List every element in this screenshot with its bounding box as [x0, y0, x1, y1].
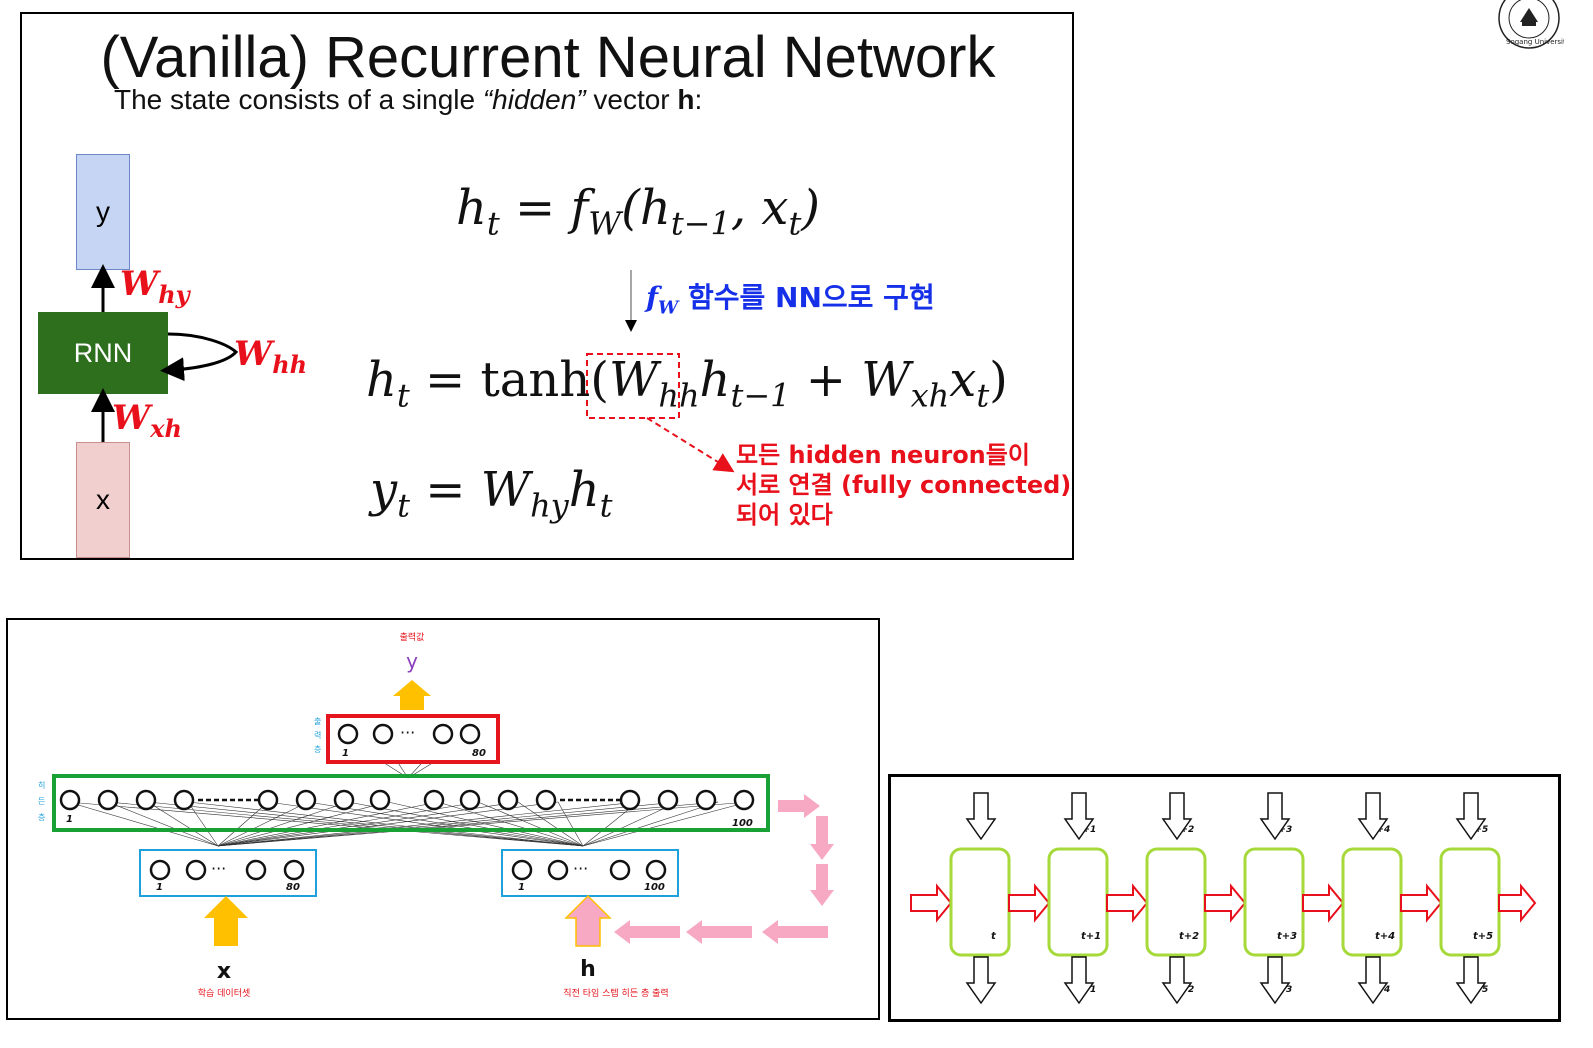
weight-xh-label: Wxh: [112, 398, 182, 443]
hidden-layer-label-1: 히: [38, 780, 45, 790]
hidden-layer-box: [52, 774, 770, 832]
top-slide-panel: (Vanilla) Recurrent Neural Network The s…: [20, 12, 1074, 560]
output-arrow-2: [1161, 956, 1193, 1005]
input-x-index-last: 80: [286, 882, 300, 893]
output-index-last: 80: [472, 748, 486, 759]
svg-text:Sogang University: Sogang University: [1506, 38, 1564, 46]
rnn-cell-0: [949, 847, 1011, 957]
hidden-arrow-1: [1106, 883, 1149, 923]
input-x-ellipsis: ···: [211, 859, 226, 878]
hidden-arrow-0: [1008, 883, 1051, 923]
rnn-arrows: [91, 264, 735, 473]
equation-tanh: ht = tanh(Whhht−1 + Wxhxt): [366, 352, 1008, 415]
network-diagram: ··· 1 80 1 100 ··· 1 80 ··· 1 100: [38, 631, 834, 999]
input-x-index-first: 1: [156, 882, 163, 893]
input-h-symbol: h: [580, 957, 596, 982]
hidden-index-first: 1: [66, 814, 73, 825]
unrolled-rnn-panel: xttythtxt+1t+1yt+1ht+1xt+2t+2yt+2ht+2xt+…: [888, 774, 1561, 1022]
initial-hidden-arrow: [910, 883, 953, 923]
equation-recurrence: ht = fW(ht−1, xt): [456, 180, 821, 243]
note-line-1: 모든 hidden neuron들이: [736, 441, 1030, 469]
output-arrow-1: [1063, 956, 1095, 1005]
input-x-symbol: x: [217, 959, 231, 984]
input-h-index-last: 100: [644, 882, 665, 893]
time-label-5: t+5: [1473, 931, 1493, 942]
subtitle-text-end: :: [694, 84, 703, 115]
output-arrow-0: [965, 956, 997, 1005]
hidden-layer-label-3: 층: [38, 813, 45, 822]
output-up-arrow: [393, 680, 431, 710]
input-arrow-1: [1063, 792, 1095, 841]
time-label-2: t+2: [1179, 931, 1199, 942]
time-label-4: t+4: [1375, 931, 1395, 942]
output-arrow-5: [1455, 956, 1487, 1005]
input-arrow-0: [965, 792, 997, 841]
input-h-ellipsis: ···: [573, 859, 588, 878]
time-label-0: t: [991, 931, 997, 942]
output-neurons: [337, 723, 481, 745]
note-line-2: 서로 연결 (fully connected): [736, 471, 1072, 499]
subtitle-emphasis: “hidden”: [482, 84, 586, 115]
input-h-index-first: 1: [518, 882, 525, 893]
whh-highlight-box: [586, 353, 680, 419]
input-h-up-arrow: [564, 894, 612, 947]
input-arrow-5: [1455, 792, 1487, 841]
input-arrow-2: [1161, 792, 1193, 841]
time-label-3: t+3: [1277, 931, 1297, 942]
rnn-box: RNN: [38, 312, 168, 394]
unrolled-rnn-diagram: xttythtxt+1t+1yt+1ht+1xt+2t+2yt+2ht+2xt+…: [910, 792, 1537, 1005]
final-hidden-arrow: [1498, 883, 1537, 923]
input-h-caption: 직전 타임 스텝 히든 층 출력: [563, 987, 668, 999]
output-arrow-3: [1259, 956, 1291, 1005]
slide-subtitle: The state consists of a single “hidden” …: [114, 84, 702, 116]
output-index-first: 1: [342, 748, 349, 759]
subtitle-bold: h: [677, 84, 695, 115]
input-x-box: x: [76, 442, 130, 558]
university-seal-logo: Sogang University: [1498, 0, 1564, 49]
fully-connected-note: 모든 hidden neuron들이 서로 연결 (fully connecte…: [736, 440, 1071, 530]
time-label-1: t+1: [1081, 931, 1101, 942]
subtitle-text-mid: vector: [585, 84, 678, 115]
whh-note-arrow: [646, 417, 735, 473]
hidden-layer-label-2: 든: [38, 797, 45, 806]
input-arrow-4: [1357, 792, 1389, 841]
output-layer-label-3: 층: [314, 745, 321, 754]
note-line-3: 되어 있다: [736, 501, 833, 529]
output-arrow-4: [1357, 956, 1389, 1005]
output-symbol: y: [406, 649, 418, 673]
self-loop-arrow: [160, 332, 239, 382]
input-x-up-arrow: [204, 896, 248, 946]
weight-hy-label: Why: [120, 264, 190, 309]
hidden-arrow-4: [1400, 883, 1443, 923]
input-x-neurons: [149, 859, 305, 881]
recurrent-feedback-arrows: [614, 794, 834, 944]
equation-output: yt = Whyht: [370, 462, 613, 525]
output-ellipsis: ···: [400, 723, 415, 742]
hidden-arrow-2: [1204, 883, 1247, 923]
input-x-caption: 학습 데이터셋: [198, 988, 251, 999]
output-layer-label-2: 력: [314, 730, 321, 740]
hidden-arrow-3: [1302, 883, 1345, 923]
input-arrow-3: [1259, 792, 1291, 841]
output-layer-label-1: 출: [314, 716, 321, 726]
implement-note: fW 함수를 NN으로 구현: [646, 281, 935, 319]
slide-title: (Vanilla) Recurrent Neural Network: [100, 25, 996, 90]
output-y-box: y: [76, 154, 130, 270]
weight-hh-label: Whh: [234, 334, 308, 379]
network-diagram-panel: ··· 1 80 1 100 ··· 1 80 ··· 1 100: [6, 618, 880, 1020]
input-h-neurons: [511, 859, 667, 881]
hidden-neurons: [59, 789, 755, 811]
output-caption: 출력값: [400, 631, 425, 643]
subtitle-text: The state consists of a single: [114, 84, 483, 115]
hidden-index-last: 100: [732, 818, 753, 829]
